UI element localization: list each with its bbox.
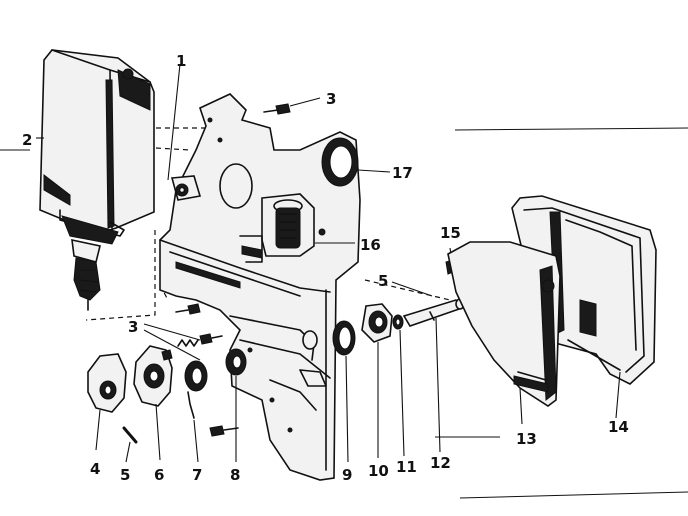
part-13-dial-face [447,241,561,425]
callout-4: 4 [90,460,100,478]
part-16-solenoid-coil [239,193,355,263]
part-1-switch-stud [167,63,202,201]
part-3-screws [143,97,321,437]
callout-5-upper: 5 [378,272,388,290]
part-17-gasket-ring [321,137,391,187]
callout-9: 9 [342,466,352,484]
callout-3-upper: 3 [326,90,336,108]
callout-10: 10 [368,462,389,480]
callout-3-lower: 3 [128,318,138,336]
part-11-washer [392,314,405,457]
callout-11: 11 [396,458,417,476]
callout-8: 8 [230,466,240,484]
part-2-control-housing [39,49,155,311]
part-7-spring-ring [177,339,208,463]
part-6-cam-plate [133,345,173,461]
callout-15: 15 [440,224,461,242]
callout-1: 1 [176,52,186,70]
scan-artifacts [0,127,688,499]
part-12-shaft [402,298,465,453]
part-4-cam-disc [87,353,127,451]
part-5-pin-lower [122,426,138,463]
callout-12: 12 [430,454,451,472]
part-9-o-ring [332,320,356,463]
callout-14: 14 [608,418,629,436]
callout-7: 7 [192,466,202,484]
callout-2: 2 [22,131,32,149]
callout-16: 16 [360,236,381,254]
part-8-bushing [225,348,247,462]
callout-13: 13 [516,430,537,448]
callout-17: 17 [392,164,413,182]
main-mounting-frame [159,93,361,481]
callout-6: 6 [154,466,164,484]
part-10-hex-nut [361,303,393,458]
callout-labels: 1 2 3 3 4 5 5 6 7 8 9 10 11 12 13 14 15 … [22,52,629,484]
part-5-leader-upper [391,281,433,297]
callout-5-lower: 5 [120,466,130,484]
